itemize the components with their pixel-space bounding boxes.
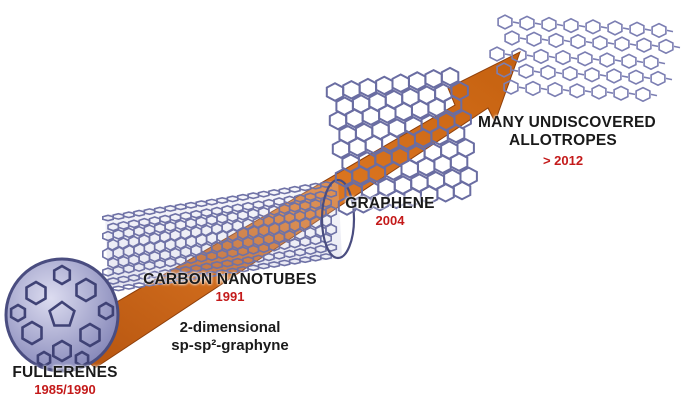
undiscovered-name-line1: MANY UNDISCOVERED [478, 114, 656, 131]
undiscovered-allotrope-lattice [489, 14, 681, 103]
graphyne-note-line2: sp-sp²-graphyne [171, 336, 289, 354]
graphyne-note: 2-dimensional sp-sp²-graphyne [150, 320, 310, 354]
undiscovered-label: MANY UNDISCOVERED ALLOTROPES > 2012 [478, 114, 656, 168]
nanotubes-year: 1991 [215, 289, 245, 305]
fullerenes-year: 1985/1990 [34, 382, 96, 398]
nanotubes-name: CARBON NANOTUBES [143, 271, 317, 288]
fullerenes-name: FULLERENES [12, 364, 118, 381]
graphene-sheet [325, 66, 478, 216]
carbon-nanotube-structure [102, 178, 356, 293]
undiscovered-year: > 2012 [542, 152, 584, 168]
fullerenes-label: FULLERENES 1985/1990 [0, 364, 130, 398]
graphene-year: 2004 [375, 213, 405, 229]
graphene-name: GRAPHENE [345, 195, 435, 212]
nanotubes-label: CARBON NANOTUBES 1991 [140, 271, 320, 305]
graphene-label: GRAPHENE 2004 [345, 195, 435, 229]
fullerene-buckyball [4, 257, 120, 373]
graphyne-note-line1: 2-dimensional [179, 319, 281, 336]
undiscovered-name-line2: ALLOTROPES [509, 132, 617, 150]
